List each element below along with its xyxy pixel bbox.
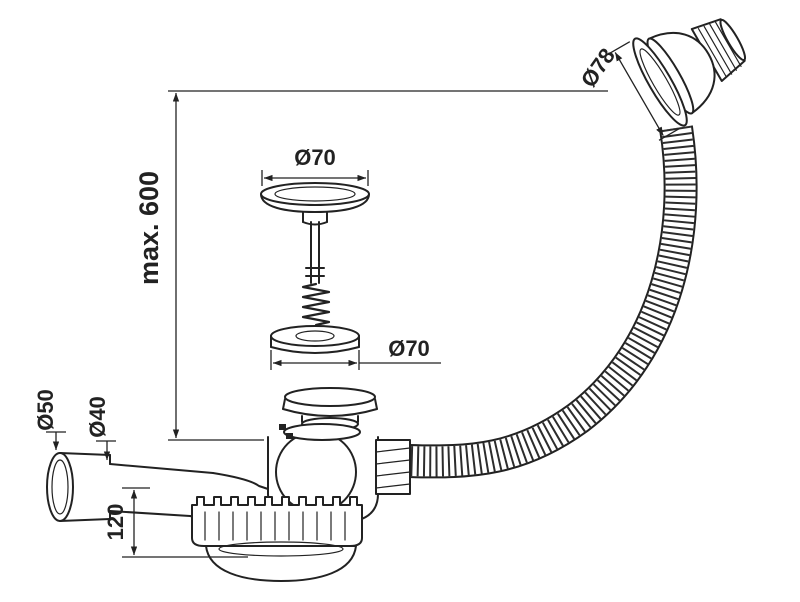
plug-diameter-label: Ø70 (388, 336, 430, 361)
trap-collar (191, 496, 363, 547)
gasket-mark (286, 433, 293, 439)
overflow-fitting (632, 18, 747, 127)
drain-plug-cap (260, 182, 370, 226)
fitting-back-nut (719, 18, 747, 62)
trap-cup (205, 541, 357, 582)
waste-grate (279, 387, 378, 441)
plug-stem (305, 221, 325, 284)
outlet-50-label: Ø50 (33, 389, 58, 431)
elbow-top (212, 472, 269, 490)
hose-connector (375, 439, 411, 495)
dimension-trap-height: 120 (103, 487, 248, 558)
dimension-outlet-40: Ø40 (85, 396, 116, 461)
dimension-cap-diameter: Ø70 (261, 145, 369, 186)
cap-diameter-label: Ø70 (294, 145, 336, 170)
dimension-max-height: max. 600 (134, 90, 608, 441)
outlet-40-label: Ø40 (85, 396, 110, 438)
plug-spring (301, 282, 331, 327)
dimension-overflow-diameter (608, 41, 681, 141)
plug-body-flange (270, 325, 360, 354)
max-height-label: max. 600 (134, 171, 164, 285)
trap-height-label: 120 (103, 504, 128, 541)
pipe-mouth (46, 452, 74, 522)
gasket-mark (279, 424, 286, 430)
dimension-plug-diameter: Ø70 (270, 336, 441, 370)
dimension-outlet-50: Ø50 (33, 389, 66, 451)
flexible-hose (408, 125, 698, 479)
